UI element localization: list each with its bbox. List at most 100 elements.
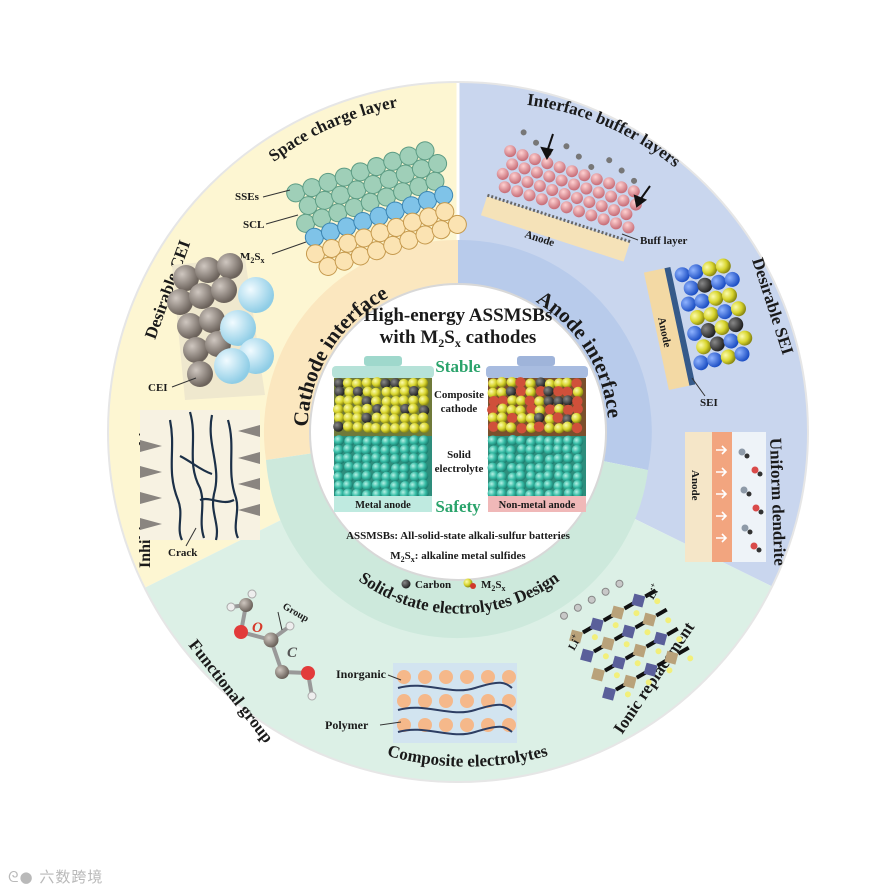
particle: [741, 487, 748, 494]
particle: [747, 492, 752, 497]
center-title-line1: High-energy ASSMSBs: [364, 305, 552, 326]
particle: [418, 378, 428, 388]
particle: [758, 472, 763, 477]
particle: [214, 348, 250, 384]
particle: [488, 421, 498, 431]
particle: [507, 413, 517, 423]
particle: [745, 454, 750, 459]
scl-label: SCL: [243, 219, 264, 231]
particle: [409, 423, 419, 433]
particle: [439, 718, 453, 732]
particle: [573, 454, 583, 464]
particle: [352, 471, 362, 481]
particle: [748, 530, 753, 535]
composite-cathode-label-1: Composite: [434, 389, 484, 401]
particle: [399, 422, 409, 432]
particle: [545, 404, 555, 414]
particle: [390, 387, 400, 397]
particle: [572, 445, 582, 455]
buff-layer-label: Buff layer: [640, 235, 687, 247]
particle: [488, 453, 498, 463]
particle: [439, 694, 453, 708]
sses-label: SSEs: [235, 191, 260, 203]
definition-assmsbs: ASSMSBs: All-solid-state alkali-sulfur b…: [346, 530, 571, 542]
particle: [563, 453, 573, 463]
particle: [333, 445, 343, 455]
polymer-label: Polymer: [325, 718, 369, 732]
particle: [543, 471, 553, 481]
battery-non-metal-anode: Non-metal anode: [486, 356, 588, 512]
particle: [389, 436, 399, 446]
particle: [752, 467, 759, 474]
particle: [334, 386, 344, 396]
particle: [418, 694, 432, 708]
watermark: ᘓ● 六数跨境: [8, 866, 103, 887]
particle: [753, 505, 760, 512]
particle: [563, 395, 573, 405]
particle: [389, 414, 399, 424]
metal-anode-label: Metal anode: [355, 500, 411, 511]
particle: [400, 386, 410, 396]
particle: [488, 435, 498, 445]
particle: [742, 525, 749, 532]
particle: [516, 470, 526, 480]
particle: [573, 404, 583, 414]
particle: [497, 412, 507, 422]
particle: [408, 404, 418, 414]
particle: [757, 548, 762, 553]
legend-carbon: Carbon: [415, 579, 451, 591]
particle: [418, 413, 428, 423]
particle: [506, 386, 516, 396]
particle: [362, 471, 372, 481]
particle: [217, 253, 243, 279]
particle: [189, 283, 215, 309]
particle: [353, 396, 363, 406]
particle: [334, 435, 344, 445]
sei-label: SEI: [700, 397, 718, 409]
particle: [390, 423, 400, 433]
particle: [498, 479, 508, 489]
atom-o-label: O: [252, 620, 263, 636]
particle: [167, 289, 193, 315]
particle: [353, 453, 363, 463]
particle: [553, 454, 563, 464]
inner-ring: [264, 240, 652, 638]
atom-c-label: C: [287, 645, 298, 661]
particle: [543, 386, 553, 396]
particle: [343, 421, 353, 431]
particle: [544, 444, 554, 454]
particle: [380, 413, 390, 423]
particle: [419, 435, 429, 445]
particle: [362, 378, 372, 388]
particle: [361, 445, 371, 455]
particle: [739, 449, 746, 456]
particle: [187, 361, 213, 387]
particle: [418, 479, 428, 489]
particle: [353, 387, 363, 397]
particle: [553, 412, 563, 422]
particle: [419, 422, 429, 432]
particle: [418, 453, 428, 463]
particle: [535, 463, 545, 473]
particle: [460, 718, 474, 732]
particle: [751, 543, 758, 550]
particle: [352, 413, 362, 423]
particle: [535, 444, 545, 454]
particle: [562, 378, 572, 388]
watermark-logo-icon: ᘓ●: [8, 868, 39, 886]
composite-illustration: [393, 663, 517, 743]
particle: [534, 396, 544, 406]
particle: [343, 444, 353, 454]
particle: [362, 404, 372, 414]
particle: [409, 386, 419, 396]
particle: [553, 444, 563, 454]
particle: [418, 670, 432, 684]
definition-m2sx: M2Sx: alkaline metal sulfides: [390, 550, 526, 564]
particle: [381, 423, 391, 433]
particle: [390, 472, 400, 482]
safety-label: Safety: [435, 497, 481, 516]
particle: [573, 463, 583, 473]
particle: [397, 694, 411, 708]
solid-electrolyte-label-2: electrolyte: [435, 463, 484, 475]
